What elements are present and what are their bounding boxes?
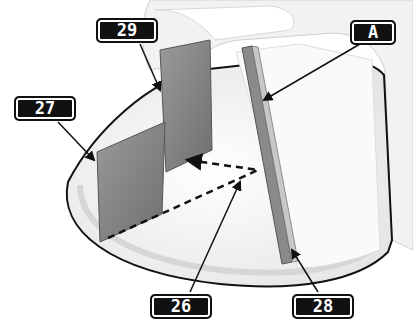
side-wall [236, 44, 380, 268]
callout-number: 28 [292, 294, 354, 319]
plate [97, 122, 165, 242]
motion-arrow [108, 160, 258, 238]
callout-number: 26 [150, 294, 212, 319]
guide-strip [242, 46, 292, 264]
callout-number: 27 [14, 96, 76, 121]
leader-line [292, 250, 318, 292]
leader-lines [58, 44, 360, 292]
leader-line [140, 44, 160, 90]
leader-line [58, 122, 94, 160]
callout-number: A [350, 20, 396, 45]
callout-number: 29 [96, 18, 158, 43]
leader-line [190, 182, 240, 292]
guide-strip-edge [252, 46, 298, 262]
plate [160, 40, 212, 172]
housing-lip [155, 6, 294, 40]
leader-line [264, 44, 360, 100]
